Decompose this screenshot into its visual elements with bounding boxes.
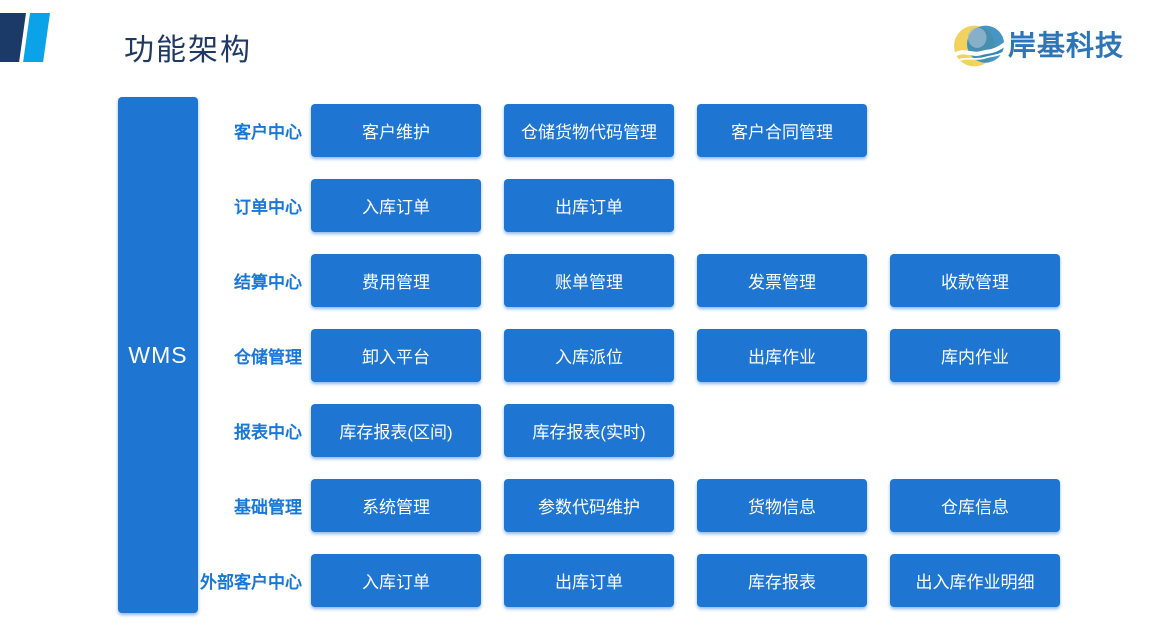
function-box: 客户合同管理	[697, 104, 867, 157]
function-box: 系统管理	[311, 479, 481, 532]
function-box: 出入库作业明细	[890, 554, 1060, 607]
row-label: 基础管理	[234, 498, 302, 517]
function-box: 出库订单	[504, 554, 674, 607]
function-box: 出库订单	[504, 179, 674, 232]
diagram-rows: 客户中心客户维护仓储货物代码管理客户合同管理订单中心入库订单出库订单结算中心费用…	[198, 104, 1154, 629]
title-accent-dark	[0, 13, 26, 62]
diagram-row: 客户中心客户维护仓储货物代码管理客户合同管理	[198, 104, 1154, 157]
row-label: 报表中心	[234, 423, 302, 442]
diagram-row: 结算中心费用管理账单管理发票管理收款管理	[198, 254, 1154, 307]
function-box: 出库作业	[697, 329, 867, 382]
function-box: 库存报表	[697, 554, 867, 607]
function-box: 入库订单	[311, 179, 481, 232]
row-label: 外部客户中心	[200, 573, 302, 592]
title-accent-light	[23, 13, 50, 62]
function-box: 入库派位	[504, 329, 674, 382]
diagram-row: 外部客户中心入库订单出库订单库存报表出入库作业明细	[198, 554, 1154, 607]
function-box: 仓储货物代码管理	[504, 104, 674, 157]
row-label: 客户中心	[234, 123, 302, 142]
function-box: 账单管理	[504, 254, 674, 307]
row-label: 仓储管理	[234, 348, 302, 367]
function-box: 仓库信息	[890, 479, 1060, 532]
row-label: 订单中心	[234, 198, 302, 217]
company-logo: 岸基科技	[954, 20, 1124, 72]
function-box: 入库订单	[311, 554, 481, 607]
wave-circle-icon	[954, 25, 1006, 67]
function-box: 库存报表(实时)	[504, 404, 674, 457]
function-box: 参数代码维护	[504, 479, 674, 532]
page-title: 功能架构	[124, 34, 252, 67]
function-box: 库内作业	[890, 329, 1060, 382]
wms-root-box: WMS	[118, 97, 198, 613]
function-box: 发票管理	[697, 254, 867, 307]
diagram-row: 订单中心入库订单出库订单	[198, 179, 1154, 232]
function-box: 卸入平台	[311, 329, 481, 382]
row-label: 结算中心	[234, 273, 302, 292]
diagram-row: 报表中心库存报表(区间) 库存报表(实时)	[198, 404, 1154, 457]
function-box: 费用管理	[311, 254, 481, 307]
function-box: 客户维护	[311, 104, 481, 157]
logo-text: 岸基科技	[1008, 30, 1125, 61]
function-box: 货物信息	[697, 479, 867, 532]
function-box: 收款管理	[890, 254, 1060, 307]
diagram-row: 仓储管理卸入平台入库派位出库作业库内作业	[198, 329, 1154, 382]
function-box: 库存报表(区间)	[311, 404, 481, 457]
diagram-row: 基础管理系统管理参数代码维护货物信息仓库信息	[198, 479, 1154, 532]
